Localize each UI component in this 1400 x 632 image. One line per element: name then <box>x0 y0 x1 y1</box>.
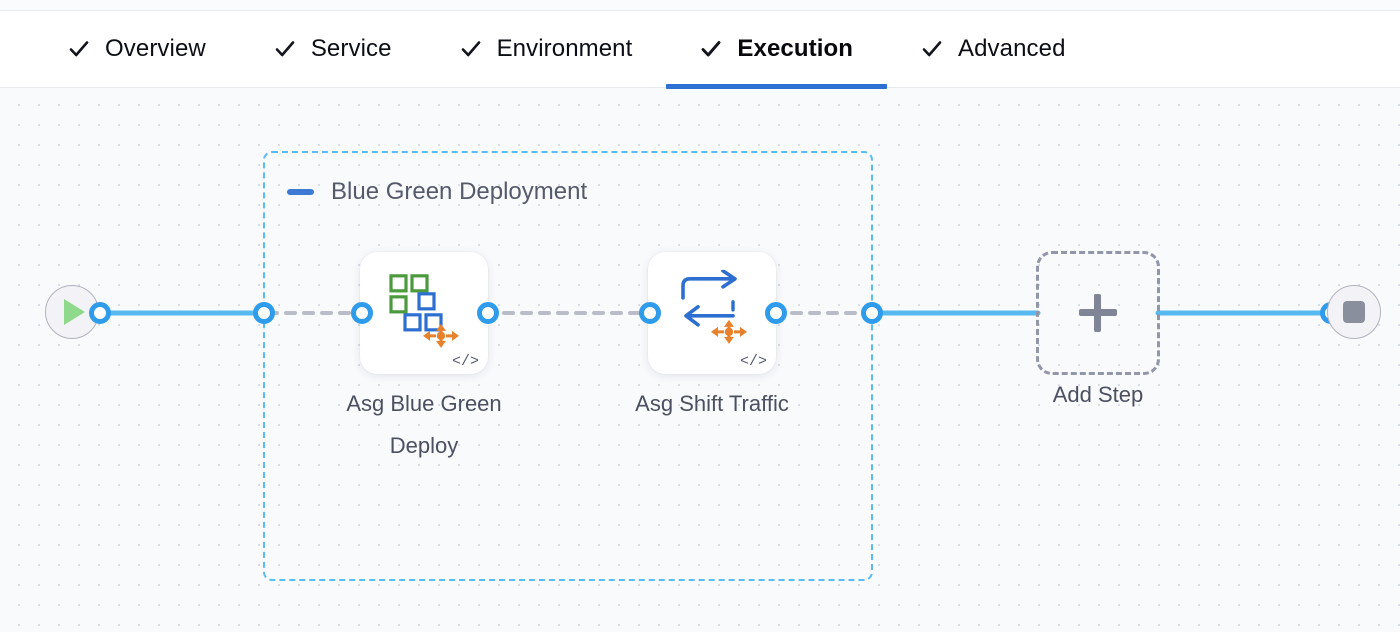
step-1-output-connector[interactable] <box>477 302 499 324</box>
wizard-tabbar: Overview Service Environment Execution A <box>0 10 1400 89</box>
check-icon <box>921 38 943 60</box>
stage-title: Blue Green Deployment <box>331 178 588 205</box>
stop-icon <box>1343 301 1365 323</box>
tab-service[interactable]: Service <box>240 10 426 88</box>
step-node-asg-blue-green-deploy[interactable]: </> Asg Blue Green Deploy <box>346 252 502 458</box>
stage-group-blue-green-deployment[interactable]: Blue Green Deployment <box>263 151 873 581</box>
asg-shift-traffic-icon <box>673 269 751 353</box>
stage-entry-connector[interactable] <box>253 302 275 324</box>
pipeline-canvas[interactable]: Blue Green Deployment <box>0 89 1400 632</box>
check-icon <box>68 38 90 60</box>
add-step-button[interactable] <box>1036 251 1160 375</box>
add-step-label: Add Step <box>1052 382 1144 407</box>
tab-label: Execution <box>737 35 853 62</box>
tab-label: Service <box>310 35 392 62</box>
start-output-connector[interactable] <box>89 302 111 324</box>
minus-icon[interactable] <box>287 189 314 195</box>
tab-advanced[interactable]: Advanced <box>887 10 1100 88</box>
play-icon <box>64 299 85 325</box>
tab-label: Advanced <box>958 35 1066 62</box>
step-card[interactable]: </> <box>648 252 776 374</box>
step-2-output-connector[interactable] <box>765 302 787 324</box>
step-label: Asg Shift Traffic <box>635 391 789 416</box>
step-2-input-connector[interactable] <box>639 302 661 324</box>
tab-label: Overview <box>105 35 206 62</box>
step-label: Asg Blue Green Deploy <box>346 391 502 458</box>
check-icon <box>460 38 482 60</box>
tab-overview[interactable]: Overview <box>34 10 240 88</box>
tab-environment[interactable]: Environment <box>426 10 667 88</box>
tab-execution[interactable]: Execution <box>666 10 887 89</box>
stage-exit-connector[interactable] <box>861 302 883 324</box>
step-node-asg-shift-traffic[interactable]: </> Asg Shift Traffic <box>635 252 789 416</box>
tab-label: Environment <box>496 35 633 62</box>
step-1-input-connector[interactable] <box>351 302 373 324</box>
plus-icon <box>1079 294 1117 332</box>
code-badge-icon: </> <box>451 353 479 370</box>
stage-header[interactable]: Blue Green Deployment <box>287 178 587 206</box>
add-step-node[interactable]: Add Step <box>1036 251 1160 407</box>
asg-blue-green-deploy-icon <box>385 270 463 353</box>
pipeline-end-node[interactable] <box>1327 285 1381 339</box>
top-strip <box>0 0 1400 10</box>
check-icon <box>700 38 722 60</box>
check-icon <box>274 38 296 60</box>
step-card[interactable]: </> <box>360 252 488 374</box>
code-badge-icon: </> <box>739 353 767 370</box>
